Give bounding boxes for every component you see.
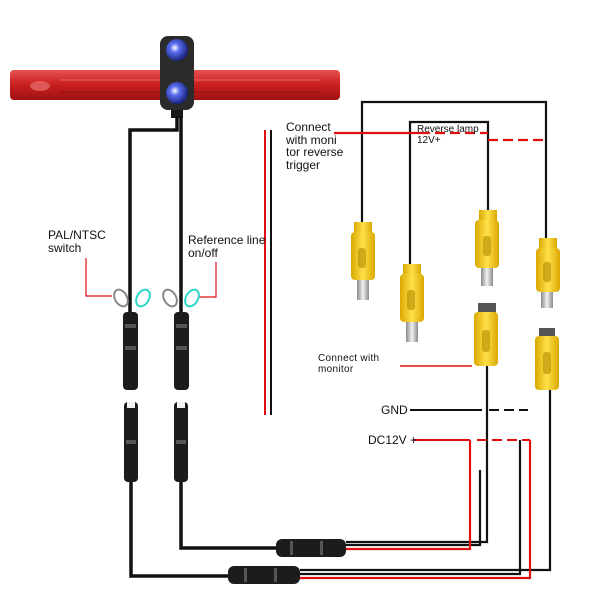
rca-plug-icon: [351, 222, 375, 300]
aviation-connector-icon: [276, 539, 346, 557]
aviation-connector-icon: [174, 402, 188, 482]
gnd-label: GND: [381, 403, 408, 417]
front-lens-icon: [166, 39, 188, 61]
harness-wires: [300, 366, 552, 580]
pal-ntsc-switch-loop: [85, 258, 151, 308]
connect-with-monitor-label: Connect with monitor: [318, 353, 380, 375]
reverse-lamp-label: Reverse lamp 12V+: [417, 124, 479, 146]
aviation-connector-icon: [228, 566, 300, 584]
trigger-wires: [334, 100, 548, 270]
dc12v-label: DC12V +: [368, 433, 418, 447]
dual-lens-camera-icon: [160, 36, 194, 118]
camera-cables: [128, 116, 183, 312]
aviation-connector-icon: [174, 312, 189, 390]
extension-cables: [129, 482, 278, 578]
rca-jack-icon: [474, 303, 498, 366]
aviation-connector-icon: [124, 402, 138, 482]
aviation-connector-icon: [123, 312, 138, 390]
pal-ntsc-switch-label: PAL/NTSC switch: [48, 228, 106, 255]
rear-lens-icon: [166, 82, 188, 104]
red-power-wire: [264, 130, 272, 415]
rca-plug-icon: [536, 238, 560, 308]
connect-monitor-trigger-label: Connect with moni tor reverse trigger: [286, 120, 344, 172]
rca-plug-icon: [400, 264, 424, 342]
reference-line-label: Reference line on/off: [188, 233, 266, 260]
rca-plug-icon: [475, 210, 499, 286]
reference-line-switch-loop: [162, 262, 217, 308]
rca-jack-icon: [535, 328, 559, 390]
